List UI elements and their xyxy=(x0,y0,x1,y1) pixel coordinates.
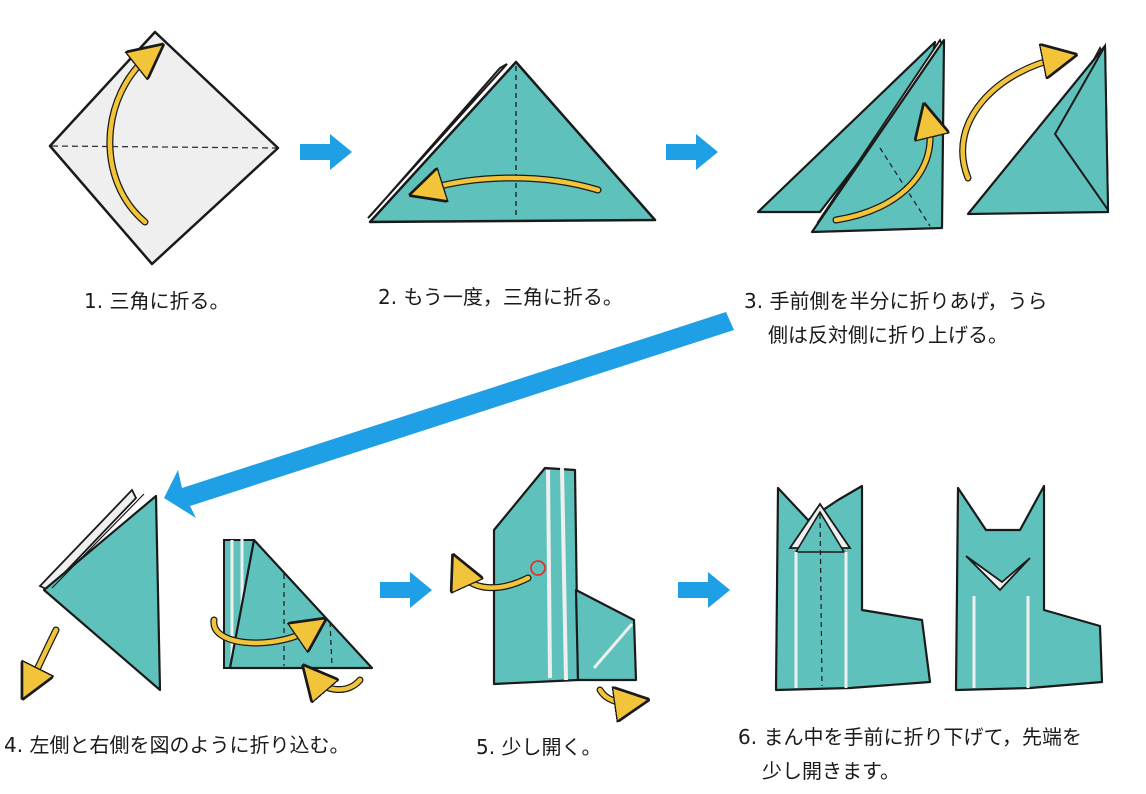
step2-paper-triangle xyxy=(368,60,657,224)
step4-caption: 4. 左側と右側を図のように折り込む。 xyxy=(4,733,350,757)
step1-crease-line xyxy=(51,145,277,149)
step4-left-shape xyxy=(42,494,162,692)
step5-main-shape xyxy=(492,466,580,686)
step6-right-plane xyxy=(954,484,1104,692)
step5-caption: 5. 少し開く。 xyxy=(476,735,602,759)
step6-caption: 6. まん中を手前に折り下げて，先端を 少し開きます。 xyxy=(738,725,1083,783)
step4-figure xyxy=(30,488,374,692)
step2-paper-back xyxy=(367,63,508,219)
step3-figure xyxy=(756,38,1110,234)
step-arrow-3-to-4 xyxy=(164,312,734,518)
step6-left-plane xyxy=(774,484,932,692)
step-arrows xyxy=(164,134,734,608)
step3-caption: 3. 手前側を半分に折りあげ，うら 側は反対側に折り上げる。 xyxy=(744,289,1048,347)
step4-right-shape xyxy=(228,538,374,670)
step-arrow-5-to-6 xyxy=(678,572,730,608)
step5-lower-flap xyxy=(574,588,638,682)
step1-caption: 1. 三角に折る。 xyxy=(84,289,230,313)
step5-figure xyxy=(460,466,638,703)
step6-figure xyxy=(774,484,1104,692)
step1-figure xyxy=(48,30,280,266)
step-arrow-2-to-3 xyxy=(666,134,718,170)
step5-pivot-marker xyxy=(530,560,546,576)
step-arrow-4-to-5 xyxy=(380,572,432,608)
step2-caption: 2. もう一度，三角に折る。 xyxy=(378,285,623,309)
step1-paper-square xyxy=(48,30,280,266)
step3-left-front-flap xyxy=(810,38,946,234)
step2-figure xyxy=(367,60,657,224)
step-arrow-1-to-2 xyxy=(300,134,352,170)
